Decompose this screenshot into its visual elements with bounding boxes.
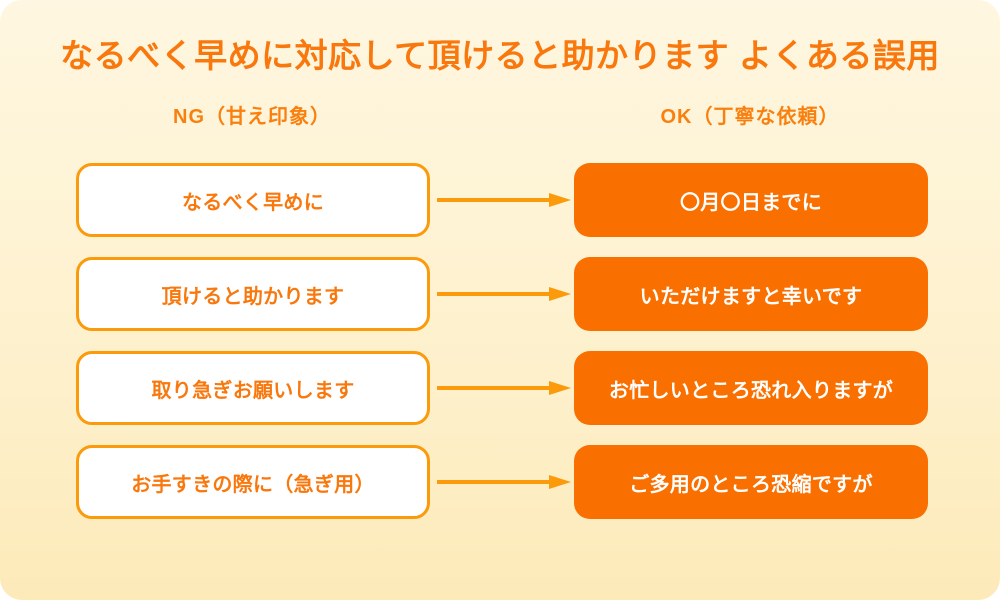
ng-phrase-label: 取り急ぎお願いします	[151, 379, 355, 402]
column-header-ok: OK（丁寧な依頼）	[660, 106, 840, 128]
arrow-right-icon	[437, 475, 571, 489]
comparison-row: 頂けると助かります いただけますと幸いです	[0, 257, 1000, 331]
ok-phrase-card[interactable]: ご多用のところ恐縮ですが	[574, 445, 928, 519]
ng-phrase-label: 頂けると助かります	[161, 285, 345, 308]
ng-phrase-label: なるべく早めに	[181, 191, 325, 214]
arrow-right-icon	[437, 193, 571, 207]
arrow-right-icon	[437, 381, 571, 395]
ng-phrase-card[interactable]: お手すきの際に（急ぎ用）	[76, 445, 430, 519]
ok-phrase-card[interactable]: 〇月〇日までに	[574, 163, 928, 237]
ok-phrase-label: お忙しいところ恐れ入りますが	[608, 379, 894, 402]
arrow-right-icon	[437, 287, 571, 301]
comparison-row: なるべく早めに 〇月〇日までに	[0, 163, 1000, 237]
ng-phrase-card[interactable]: 取り急ぎお願いします	[76, 351, 430, 425]
ng-phrase-card[interactable]: 頂けると助かります	[76, 257, 430, 331]
ok-phrase-label: 〇月〇日までに	[679, 191, 823, 214]
comparison-row: 取り急ぎお願いします お忙しいところ恐れ入りますが	[0, 351, 1000, 425]
ok-phrase-label: いただけますと幸いです	[639, 285, 863, 308]
ng-phrase-card[interactable]: なるべく早めに	[76, 163, 430, 237]
page-title: なるべく早めに対応して頂けると助かります よくある誤用	[60, 37, 940, 74]
ok-phrase-card[interactable]: いただけますと幸いです	[574, 257, 928, 331]
ok-phrase-card[interactable]: お忙しいところ恐れ入りますが	[574, 351, 928, 425]
ok-phrase-label: ご多用のところ恐縮ですが	[629, 473, 873, 496]
ng-phrase-label: お手すきの際に（急ぎ用）	[131, 473, 375, 496]
comparison-row: お手すきの際に（急ぎ用） ご多用のところ恐縮ですが	[0, 445, 1000, 519]
column-header-ng: NG（甘え印象）	[173, 106, 331, 128]
